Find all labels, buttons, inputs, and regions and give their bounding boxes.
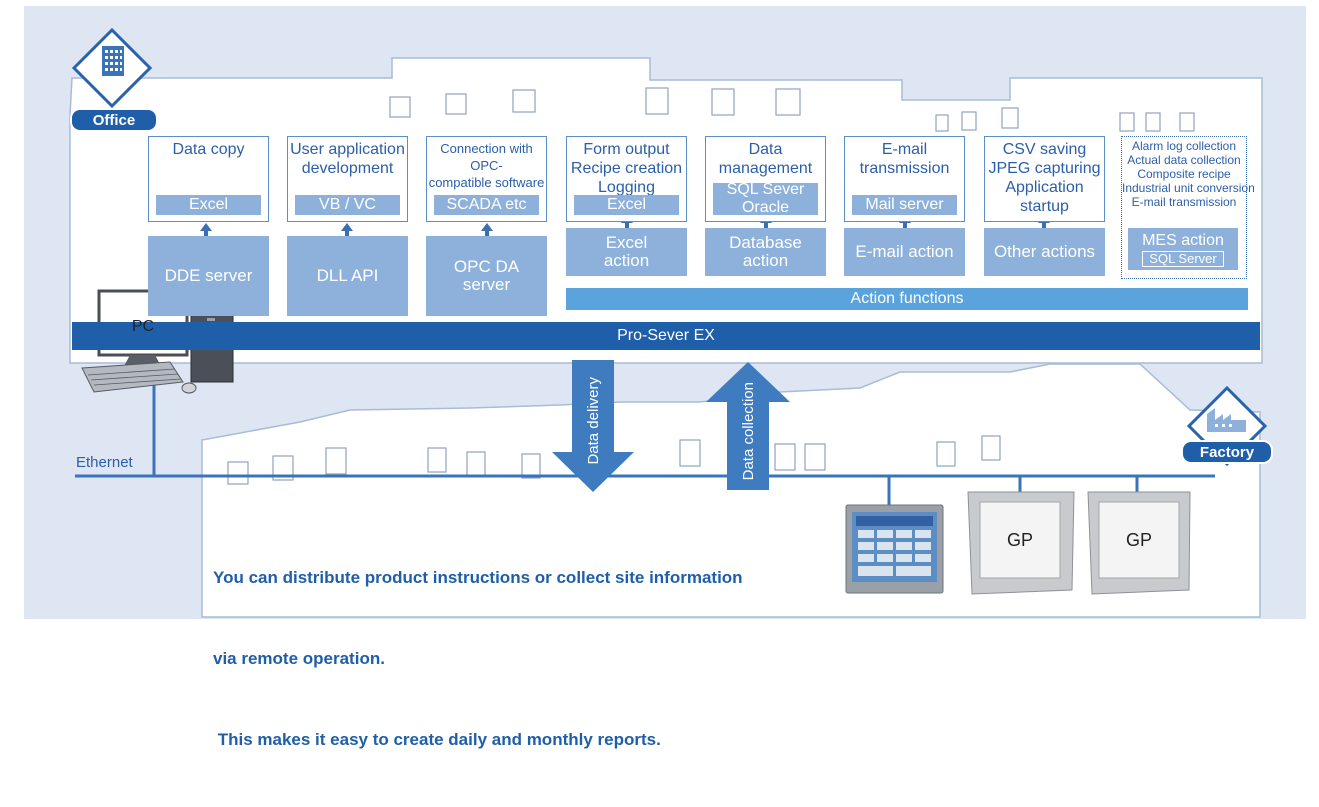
function-tool-6-line: Mail server	[865, 196, 944, 213]
mes-item: E-mail transmission	[1131, 195, 1237, 209]
touch-panel-display	[845, 504, 944, 594]
function-action-1-line: DDE server	[164, 266, 253, 285]
mes-item: Composite recipe	[1137, 167, 1231, 181]
function-tool-2: VB / VC	[295, 195, 400, 215]
function-action-2-line: DLL API	[316, 266, 379, 285]
function-title-1-line: Data copy	[172, 141, 245, 158]
function-tool-1-line: Excel	[188, 196, 229, 213]
factory-text-line-1: You can distribute product instructions …	[213, 568, 743, 587]
function-action-7-line: Other actions	[993, 242, 1096, 261]
gp-panel-2-label: GP	[1125, 529, 1152, 550]
factory-description: You can distribute product instructions …	[213, 510, 743, 807]
office-badge: Office	[70, 108, 158, 132]
function-action-7: Other actions	[984, 228, 1105, 276]
function-action-3-line: server	[462, 275, 511, 294]
function-action-4-line: Excel	[605, 233, 648, 252]
gp-panel-1-label: GP	[1006, 529, 1033, 550]
mes-action-label: MES action	[1142, 231, 1224, 249]
function-title-7-line: CSV saving	[1002, 141, 1087, 158]
function-frame-7	[984, 136, 1105, 222]
function-title-3-line: Connection with OPC-	[440, 141, 533, 173]
function-tool-4: Excel	[574, 195, 679, 215]
factory-text-line-2: via remote operation.	[213, 649, 385, 668]
function-title-1: Data copy	[148, 140, 269, 188]
function-title-7-line: Application startup	[1005, 179, 1084, 215]
function-title-2-line: development	[301, 160, 394, 177]
function-title-5: Data management	[705, 140, 826, 182]
function-title-2-line: User application	[290, 141, 405, 158]
function-tool-1: Excel	[156, 195, 261, 215]
function-tool-4-line: Excel	[606, 196, 647, 213]
function-action-4-line: action	[603, 251, 650, 270]
function-action-5-line: Database	[729, 233, 802, 252]
function-title-2: User application development	[287, 140, 408, 188]
function-tool-3: SCADA etc	[434, 195, 539, 215]
data-delivery-label: Data delivery	[584, 377, 602, 465]
factory-text-line-3: This makes it easy to create daily and m…	[213, 730, 661, 749]
function-action-2: DLL API	[287, 236, 408, 316]
function-title-4-line: Form output	[583, 141, 670, 158]
factory-windows	[227, 435, 1001, 485]
office-windows	[389, 87, 1195, 132]
data-collection-arrow	[706, 362, 790, 490]
function-title-6-line: E-mail transmission	[859, 141, 950, 177]
mes-item: Industrial unit conversion	[1122, 181, 1255, 195]
data-collection-label: Data collection	[739, 381, 757, 481]
function-tool-3-line: SCADA etc	[446, 196, 527, 213]
function-title-3-line: compatible software	[428, 175, 545, 190]
mes-db-label: SQL Server	[1142, 250, 1224, 267]
function-action-1: DDE server	[148, 236, 269, 316]
function-tool-6: Mail server	[852, 195, 957, 215]
gp-panel-2-frame	[1087, 491, 1191, 595]
action-functions-bar: Action functions	[566, 288, 1248, 310]
mes-action-box: MES action SQL Server	[1128, 228, 1238, 270]
function-action-6: E-mail action	[844, 228, 965, 276]
gp-panel-1-frame	[967, 491, 1075, 595]
function-title-6: E-mail transmission	[844, 140, 965, 188]
function-tool-2-line: VB / VC	[319, 196, 376, 213]
function-title-5-line: Data management	[718, 141, 813, 177]
factory-badge: Factory	[1181, 440, 1273, 464]
pc-label: PC	[131, 318, 155, 335]
mes-item: Alarm log collection	[1131, 139, 1237, 153]
mes-item: Actual data collection	[1127, 153, 1241, 167]
data-collection-label-box: Data collection	[731, 376, 765, 486]
function-tool-5-line: SQL Sever	[726, 181, 805, 198]
data-delivery-label-box: Data delivery	[576, 366, 610, 476]
function-title-3: Connection with OPC-compatible software	[426, 140, 547, 190]
function-action-5-line: action	[742, 251, 789, 270]
pro-server-bar: Pro-Sever EX	[72, 322, 1260, 350]
function-action-3-line: OPC DA	[453, 257, 520, 276]
data-delivery-arrow	[552, 360, 634, 492]
function-tool-5-line: Oracle	[741, 199, 790, 216]
ethernet-label: Ethernet	[76, 454, 133, 471]
office-building-icon	[71, 27, 153, 109]
function-action-6-line: E-mail action	[855, 242, 954, 261]
function-title-7-line: JPEG capturing	[988, 160, 1101, 177]
function-title-4-line: Recipe creation	[570, 160, 683, 177]
